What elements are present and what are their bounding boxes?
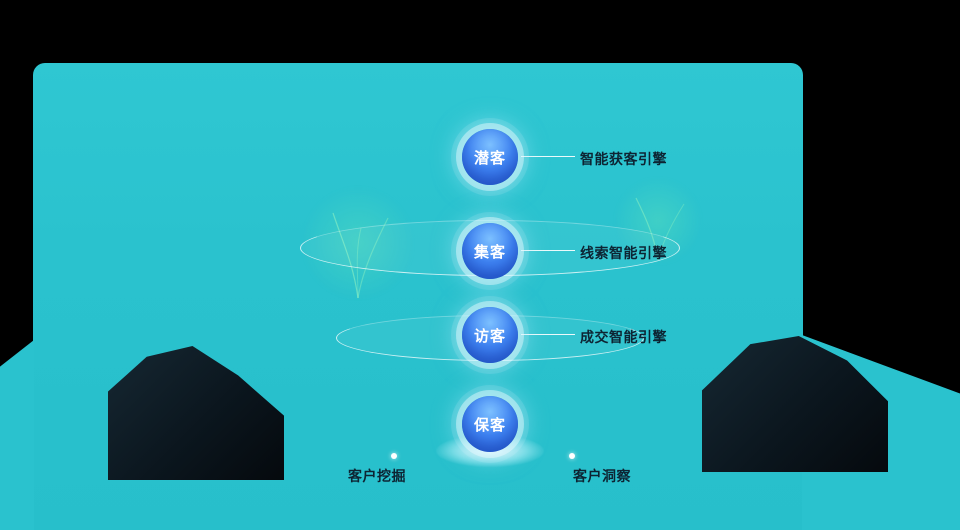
funnel-node-prospects: 潜客: [462, 129, 518, 185]
footer-label-customer-insight: 客户洞察: [573, 468, 631, 484]
footer-dot-mining: [391, 453, 397, 459]
engine-label-deals: 成交智能引擎: [580, 329, 667, 345]
teal-wedge-left: [0, 340, 34, 530]
footer-label-customer-mining: 客户挖掘: [348, 468, 406, 484]
connector-line-2: [521, 250, 575, 251]
funnel-node-visitors-label: 访客: [473, 327, 506, 345]
connector-line-3: [521, 334, 575, 335]
connector-line-1: [521, 156, 575, 157]
funnel-node-prospects-label: 潜客: [473, 149, 506, 167]
funnel-node-gathering-label: 集客: [473, 243, 506, 261]
engine-label-leads: 线索智能引擎: [580, 245, 667, 261]
funnel-node-retention-label: 保客: [473, 416, 506, 434]
funnel-node-gathering: 集客: [462, 223, 518, 279]
engine-label-acquisition: 智能获客引擎: [580, 151, 667, 167]
funnel-node-retention: 保客: [462, 396, 518, 452]
funnel-node-visitors: 访客: [462, 307, 518, 363]
footer-dot-insight: [569, 453, 575, 459]
